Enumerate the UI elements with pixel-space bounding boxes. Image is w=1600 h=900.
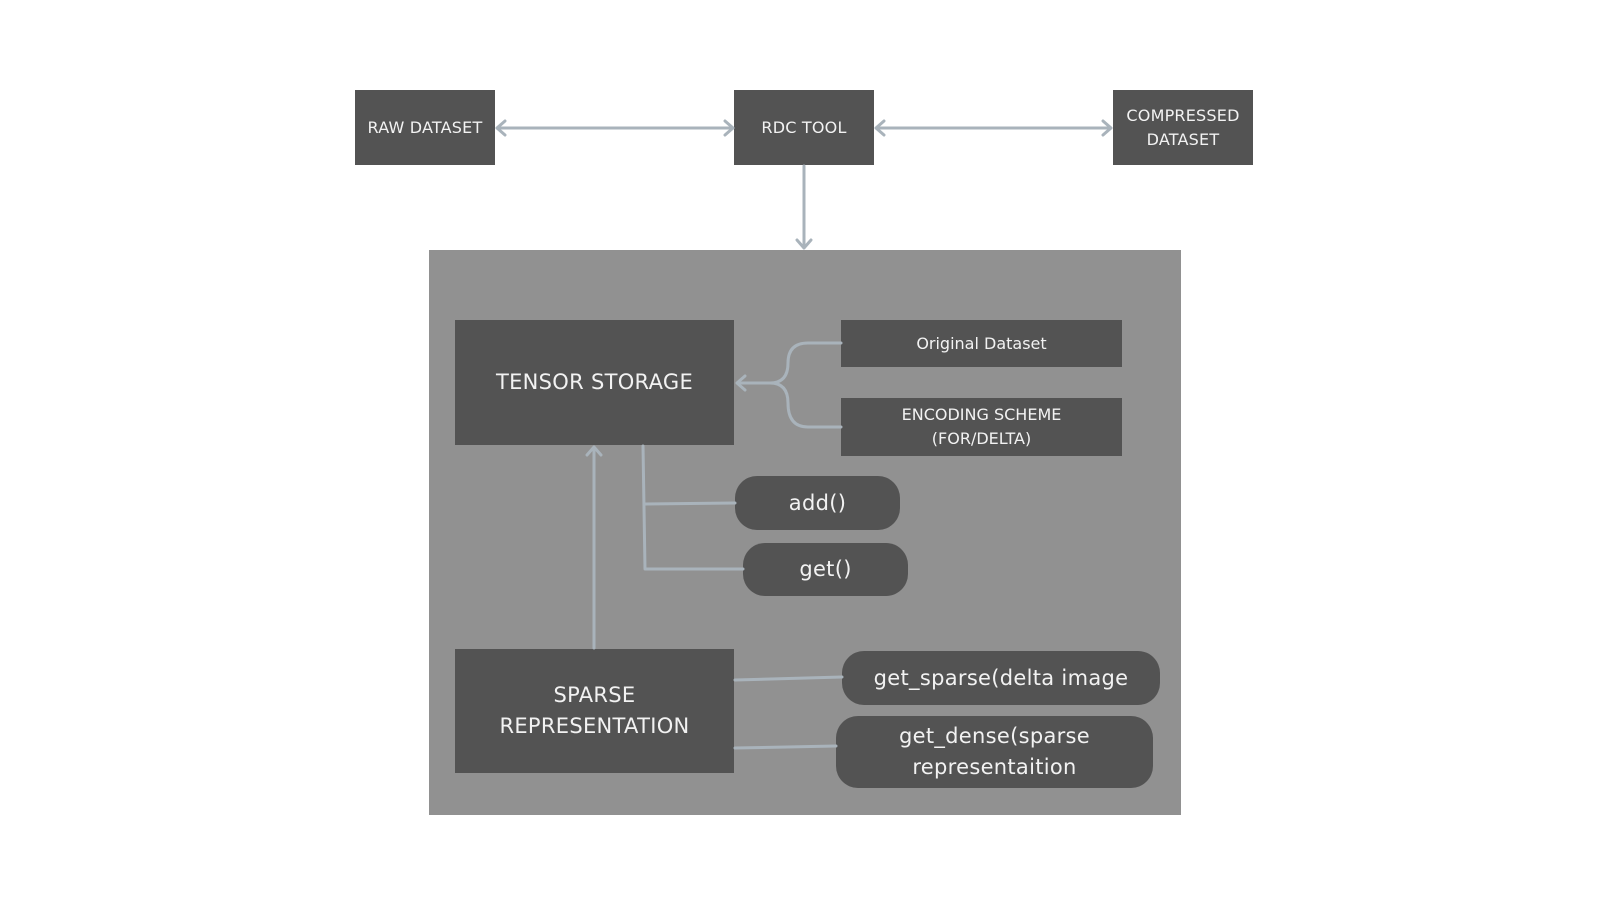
sparse-representation-node: SPARSE REPRESENTATION: [455, 649, 734, 773]
get-dense-method-node: get_dense(sparse representaition: [836, 716, 1153, 788]
tensor-storage-label: TENSOR STORAGE: [495, 370, 694, 394]
rdc-to-panel-arrow: [795, 164, 813, 250]
sparse-representation-label-line2: REPRESENTATION: [499, 714, 690, 738]
get-sparse-method-node: get_sparse(delta image: [842, 651, 1160, 705]
tensor-storage-node: TENSOR STORAGE: [455, 320, 734, 445]
rdc-tool-label: RDC TOOL: [761, 117, 847, 137]
get-sparse-method-label: get_sparse(delta image: [873, 665, 1129, 690]
raw-dataset-node: RAW DATASET: [355, 90, 495, 165]
raw-dataset-label: RAW DATASET: [367, 117, 483, 137]
rdc-compressed-double-arrow: [874, 119, 1113, 137]
get-dense-method-label-line2: representaition: [912, 755, 1077, 779]
raw-rdc-double-arrow: [495, 119, 735, 137]
get-method-node: get(): [743, 543, 908, 596]
add-method-node: add(): [735, 476, 900, 530]
get-dense-method-label-line1: get_dense(sparse: [898, 724, 1091, 748]
rdc-tool-node: RDC TOOL: [734, 90, 874, 165]
sparse-representation-label-line1: SPARSE: [553, 683, 636, 707]
original-dataset-label: Original Dataset: [916, 333, 1047, 353]
original-dataset-node: Original Dataset: [841, 320, 1122, 367]
compressed-dataset-label-line1: COMPRESSED: [1126, 105, 1240, 125]
encoding-scheme-label-line2: (FOR/DELTA): [931, 429, 1032, 448]
encoding-scheme-node: ENCODING SCHEME (FOR/DELTA): [841, 398, 1122, 456]
add-method-label: add(): [788, 490, 847, 515]
get-method-label: get(): [799, 557, 852, 581]
encoding-scheme-label-line1: ENCODING SCHEME: [901, 405, 1062, 424]
compressed-dataset-label-line2: DATASET: [1146, 129, 1220, 149]
compressed-dataset-node: COMPRESSED DATASET: [1113, 90, 1253, 165]
